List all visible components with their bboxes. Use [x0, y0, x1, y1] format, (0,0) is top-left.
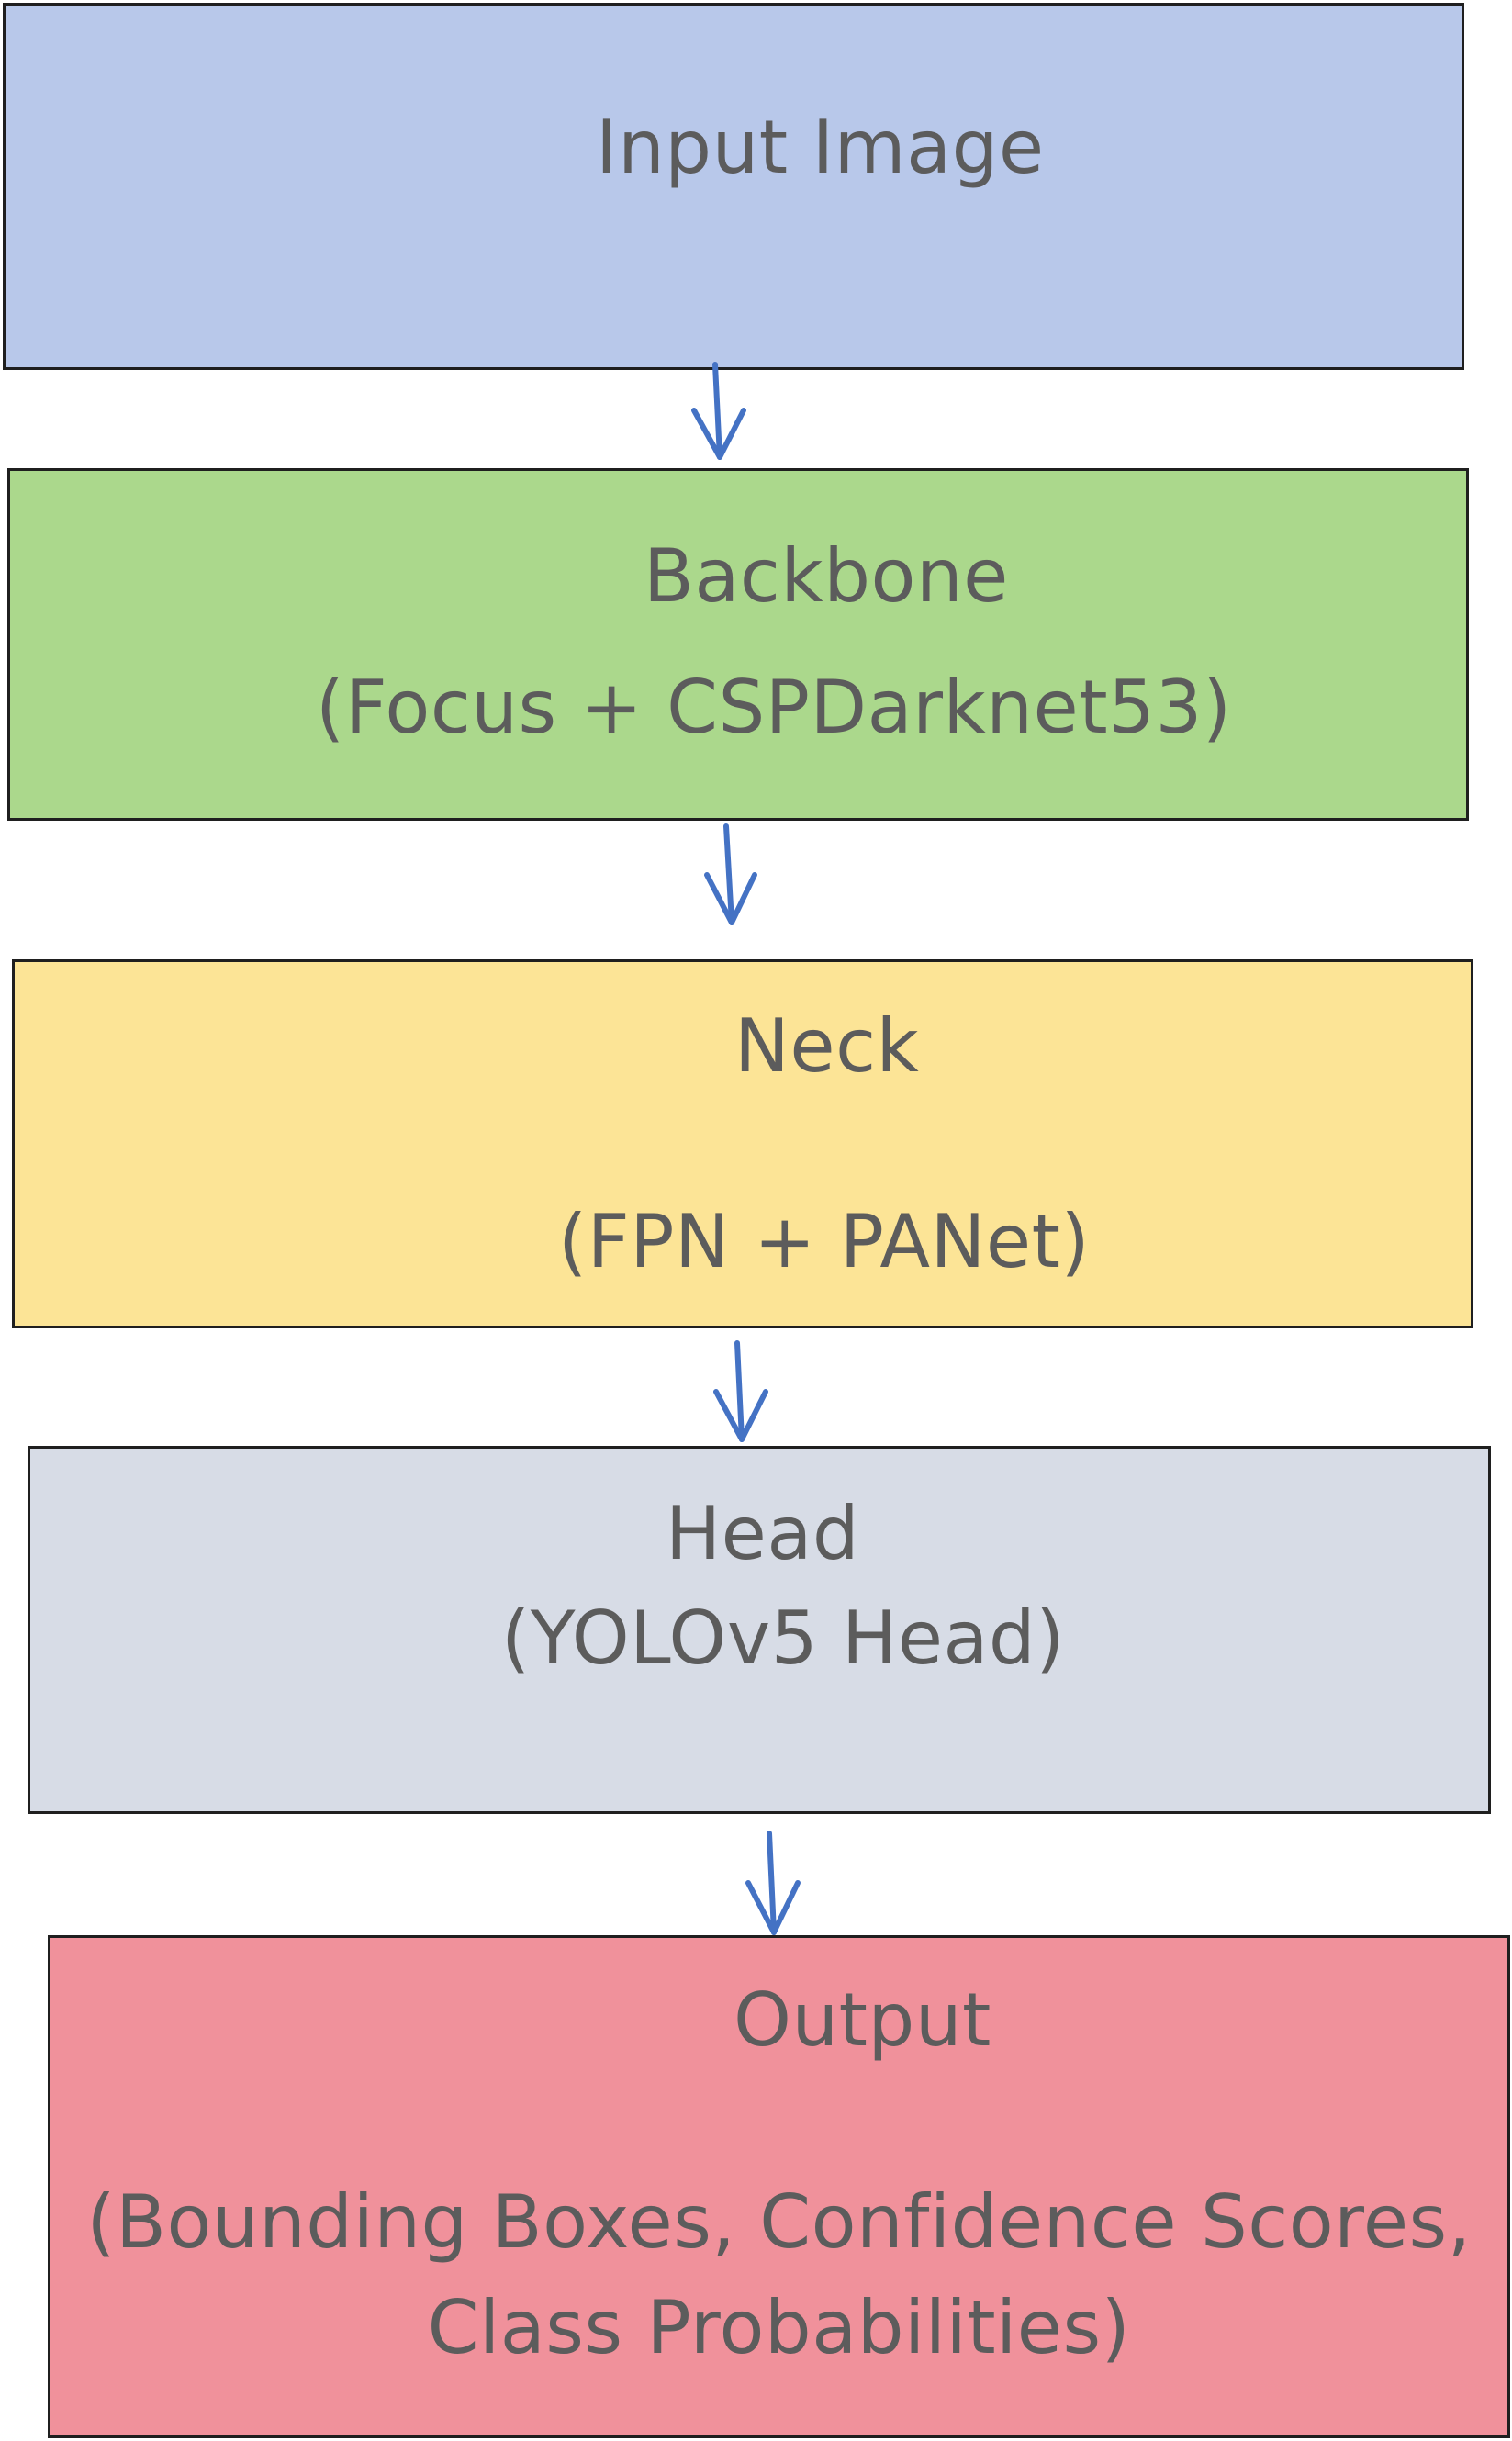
neck-box: Neck (FPN + PANet)	[12, 959, 1473, 1328]
backbone-box: Backbone (Focus + CSPDarknet53)	[7, 468, 1469, 821]
head-box: Head (YOLOv5 Head)	[28, 1446, 1491, 1814]
output-box: Output (Bounding Boxes, Confidence Score…	[48, 1935, 1510, 2438]
input-image-title: Input Image	[596, 105, 1045, 190]
arrow-neck-to-head	[713, 1340, 768, 1442]
output-title: Output	[734, 1977, 991, 2063]
arrow-backbone-to-neck	[704, 823, 757, 925]
head-subtitle: (YOLOv5 Head)	[501, 1596, 1065, 1681]
output-subtitle-line1: (Bounding Boxes, Confidence Scores,	[86, 2179, 1472, 2265]
neck-title: Neck	[734, 1003, 920, 1089]
output-subtitle-line2: Class Probabilities)	[427, 2285, 1131, 2370]
input-image-box: Input Image	[3, 3, 1464, 370]
neck-subtitle: (FPN + PANet)	[558, 1199, 1091, 1284]
arrow-head-to-output	[745, 1831, 801, 1935]
backbone-title: Backbone	[644, 533, 1009, 619]
backbone-subtitle: (Focus + CSPDarknet53)	[316, 665, 1232, 750]
head-title: Head	[666, 1491, 860, 1576]
arrow-input-to-backbone	[691, 362, 746, 460]
